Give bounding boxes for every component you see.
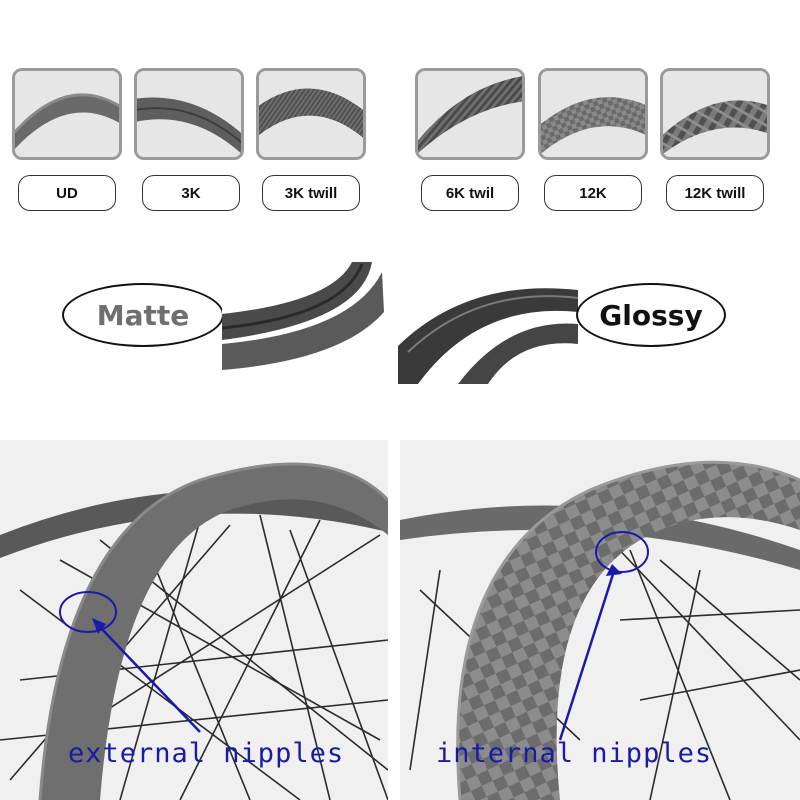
weave-thumb-3k-twill — [256, 68, 366, 160]
weave-label-3k-twill: 3K twill — [262, 175, 360, 211]
external-nipples-wheel-image — [0, 440, 388, 800]
weave-label-6k-twill: 6K twil — [421, 175, 519, 211]
glossy-rim-image — [398, 268, 578, 384]
external-nipples-photo — [0, 440, 388, 800]
weave-label-3k: 3K — [142, 175, 240, 211]
6k-twill-rim-image — [418, 71, 522, 157]
weave-thumb-12k — [538, 68, 648, 160]
weave-thumb-12k-twill — [660, 68, 770, 160]
ud-rim-image — [15, 71, 119, 157]
weave-thumb-3k — [134, 68, 244, 160]
3k-rim-image — [137, 71, 241, 157]
weave-thumb-6k-twill — [415, 68, 525, 160]
internal-nipples-wheel-image — [400, 440, 800, 800]
matte-label: Matte — [62, 283, 224, 347]
internal-nipples-photo — [400, 440, 800, 800]
external-nipples-label: external nipples — [68, 738, 345, 769]
internal-nipples-label: internal nipples — [436, 738, 713, 769]
matte-rim-image — [222, 252, 384, 370]
3k-twill-rim-image — [259, 71, 363, 157]
12k-rim-image — [541, 71, 645, 157]
weave-label-ud: UD — [18, 175, 116, 211]
weave-thumb-ud — [12, 68, 122, 160]
glossy-label: Glossy — [576, 283, 726, 347]
weave-label-12k-twill: 12K twill — [666, 175, 764, 211]
weave-label-12k: 12K — [544, 175, 642, 211]
12k-twill-rim-image — [663, 71, 767, 157]
